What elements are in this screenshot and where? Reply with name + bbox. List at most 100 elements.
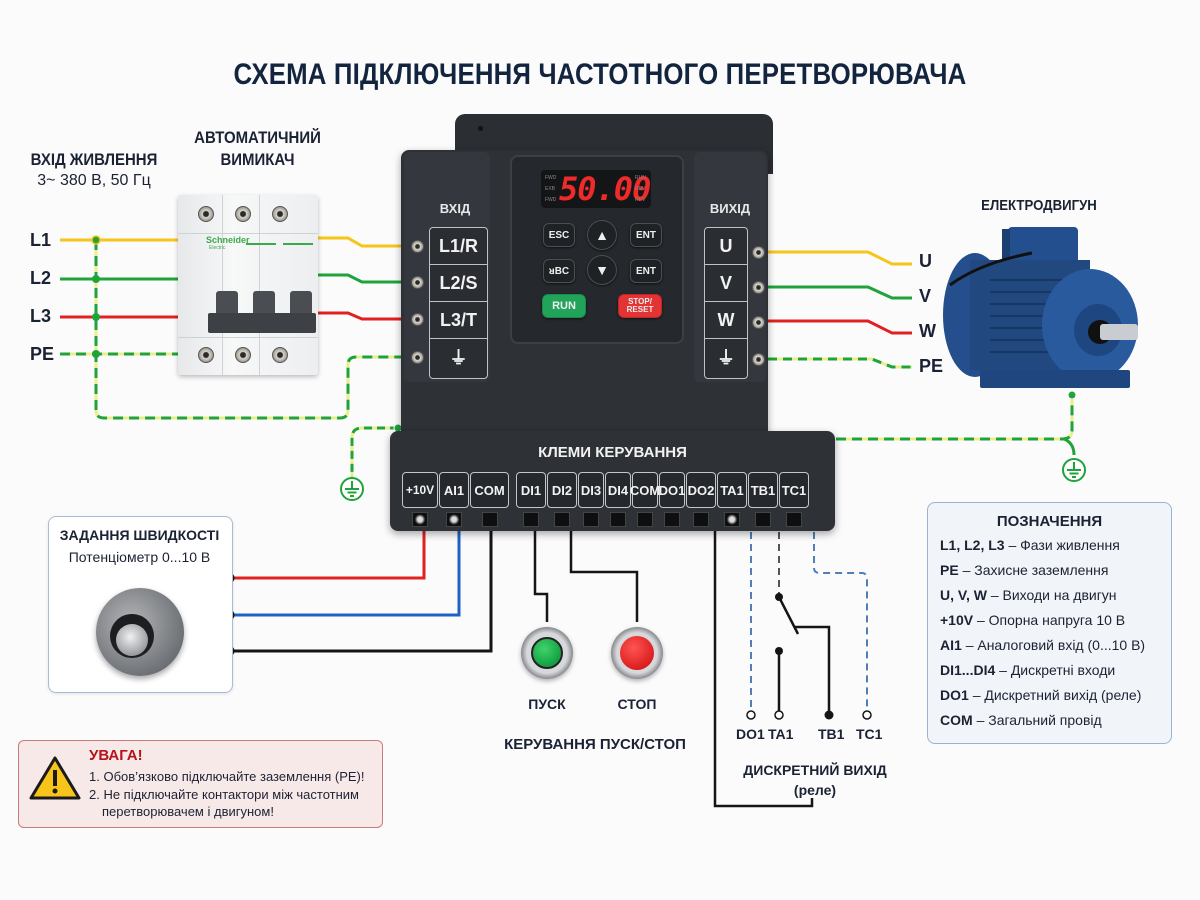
earth-symbol-left	[340, 477, 364, 501]
legend-key: AI1	[940, 637, 962, 653]
relay-label-tb1: TB1	[818, 726, 845, 742]
wire-u-out	[768, 250, 912, 266]
wire-di1-start	[533, 518, 549, 622]
vfd-output-terminal-block: U V W ⏚	[704, 227, 748, 379]
legend-desc: – Опорна напруга 10 В	[976, 612, 1126, 628]
wire-pot-com	[229, 518, 493, 653]
wire-pot-10v	[229, 518, 426, 580]
control-terminal-tb1-11[interactable]: TB1	[748, 472, 778, 508]
relay-pin-tc1	[862, 710, 872, 720]
control-terminals-title: КЛЕМИ КЕРУВАННЯ	[538, 444, 687, 461]
control-terminal-com-2[interactable]: COM	[470, 472, 509, 508]
vfd-input-label: ВХІД	[439, 201, 471, 216]
warning-box: УВАГА! 1. Обов’язково підключайте заземл…	[18, 740, 383, 828]
stop-reset-key[interactable]: STOP/ RESET	[618, 294, 662, 318]
speed-setpoint-sub: Потенціометр 0...10 В	[68, 549, 211, 565]
control-terminal-di3-5[interactable]: DI3	[578, 472, 604, 508]
stop-button[interactable]	[611, 627, 663, 679]
wire-v-out	[768, 285, 912, 300]
screw-v	[752, 281, 765, 294]
legend-item: COM – Загальний провід	[940, 711, 1171, 730]
relay-caption-line2: (реле)	[793, 782, 837, 798]
control-terminal-ta1-10[interactable]: TA1	[717, 472, 747, 508]
control-terminal-di4-6[interactable]: DI4	[605, 472, 631, 508]
control-terminal-tc1-12[interactable]: TC1	[779, 472, 809, 508]
warning-line-2: 2. Не підключайте контактори між частотн…	[89, 787, 359, 802]
terminal-w[interactable]: W	[705, 302, 747, 339]
terminal-ground-out[interactable]: ⏚	[717, 348, 735, 368]
terminal-socket	[554, 512, 570, 527]
circuit-breaker: Schneider Electric	[178, 195, 318, 375]
control-terminal-do1-8[interactable]: DO1	[659, 472, 685, 508]
shift-key[interactable]: ᴚBC	[543, 259, 575, 283]
terminal-l2s[interactable]: L2/S	[430, 265, 487, 302]
control-terminal-10v-0[interactable]: +10V	[402, 472, 438, 508]
terminal-socket	[637, 512, 653, 527]
relay-label-tc1: TC1	[856, 726, 883, 742]
motor-label-pe: PE	[919, 356, 944, 376]
terminal-socket	[693, 512, 709, 527]
terminal-l3t[interactable]: L3/T	[430, 302, 487, 339]
legend-key: +10V	[940, 612, 974, 628]
wire-l3-out	[316, 311, 416, 321]
wire-vfd-ground	[350, 426, 398, 478]
potentiometer-knob[interactable]	[96, 588, 184, 676]
wire-do2	[713, 518, 814, 808]
wire-di2-stop	[569, 518, 639, 622]
motor-terminal-box	[1008, 227, 1078, 267]
breaker-toggle-handle[interactable]	[208, 291, 316, 335]
power-input-spec: 3~ 380 В, 50 Гц	[37, 172, 151, 189]
terminal-l1r[interactable]: L1/R	[430, 228, 487, 265]
up-arrow-key[interactable]: ▲	[587, 220, 617, 250]
display-value: 50.00	[559, 170, 651, 208]
vfd-input-terminal-block: L1/R L2/S L3/T ⏚	[429, 227, 488, 379]
wire-motor-ground	[836, 396, 1074, 441]
relay-pin-ta1	[774, 710, 784, 720]
page-title: СХЕМА ПІДКЛЮЧЕННЯ ЧАСТОТНОГО ПЕРЕТВОРЮВА…	[233, 58, 967, 91]
legend-item: AI1 – Аналоговий вхід (0...10 В)	[940, 636, 1171, 655]
line-label-l3: L3	[30, 306, 52, 326]
warning-line-3: перетворювачем і двигуном!	[102, 804, 274, 819]
control-terminal-ai1-1[interactable]: AI1	[439, 472, 469, 508]
breaker-brand: Schneider	[206, 235, 250, 245]
terminal-socket	[412, 512, 428, 527]
run-key[interactable]: RUN	[542, 294, 586, 318]
control-terminal-di1-3[interactable]: DI1	[516, 472, 546, 508]
wire-relay-tc1	[813, 520, 868, 713]
control-terminal-di2-4[interactable]: DI2	[547, 472, 577, 508]
indicator-left-2: EXB	[545, 186, 556, 192]
relay-caption-line1: ДИСКРЕТНИЙ ВИХІД	[743, 762, 887, 778]
legend-desc: – Загальний провід	[976, 712, 1102, 728]
start-stop-caption: КЕРУВАННЯ ПУСК/СТОП	[504, 736, 686, 753]
screw-l2s	[411, 276, 424, 289]
breaker-screw-bottom-2	[235, 347, 251, 363]
warning-triangle-icon	[29, 756, 81, 800]
ent-key-2[interactable]: ENT	[630, 259, 662, 283]
stop-key-line2: RESET	[626, 305, 654, 314]
terminal-socket	[724, 512, 740, 527]
control-terminal-do2-9[interactable]: DO2	[686, 472, 716, 508]
legend-key: PE	[940, 562, 959, 578]
breaker-heading-line1: АВТОМАТИЧНИЙ	[194, 128, 321, 147]
breaker-heading-line2: ВИМИКАЧ	[220, 150, 295, 169]
down-arrow-key[interactable]: ▼	[587, 255, 617, 285]
esc-key[interactable]: ESC	[543, 223, 575, 247]
terminal-socket	[523, 512, 539, 527]
ent-key-1[interactable]: ENT	[630, 223, 662, 247]
control-terminal-com-7[interactable]: COM	[630, 472, 660, 508]
terminal-socket	[664, 512, 680, 527]
terminal-u[interactable]: U	[705, 228, 747, 265]
legend-desc: – Виходи на двигун	[990, 587, 1117, 603]
wire-l2-out	[316, 273, 416, 284]
motor-label-v: V	[919, 286, 932, 306]
wire-l1-out	[316, 236, 416, 248]
legend-key: U, V, W	[940, 587, 987, 603]
legend-item: +10V – Опорна напруга 10 В	[940, 611, 1171, 630]
terminal-ground-in[interactable]: ⏚	[449, 348, 468, 368]
legend-key: L1, L2, L3	[940, 537, 1005, 553]
terminal-v[interactable]: V	[705, 265, 747, 302]
terminal-socket	[583, 512, 599, 527]
legend-item: L1, L2, L3 – Фази живлення	[940, 536, 1171, 555]
start-button[interactable]	[521, 627, 573, 679]
vfd-output-label: ВИХІД	[709, 201, 751, 216]
